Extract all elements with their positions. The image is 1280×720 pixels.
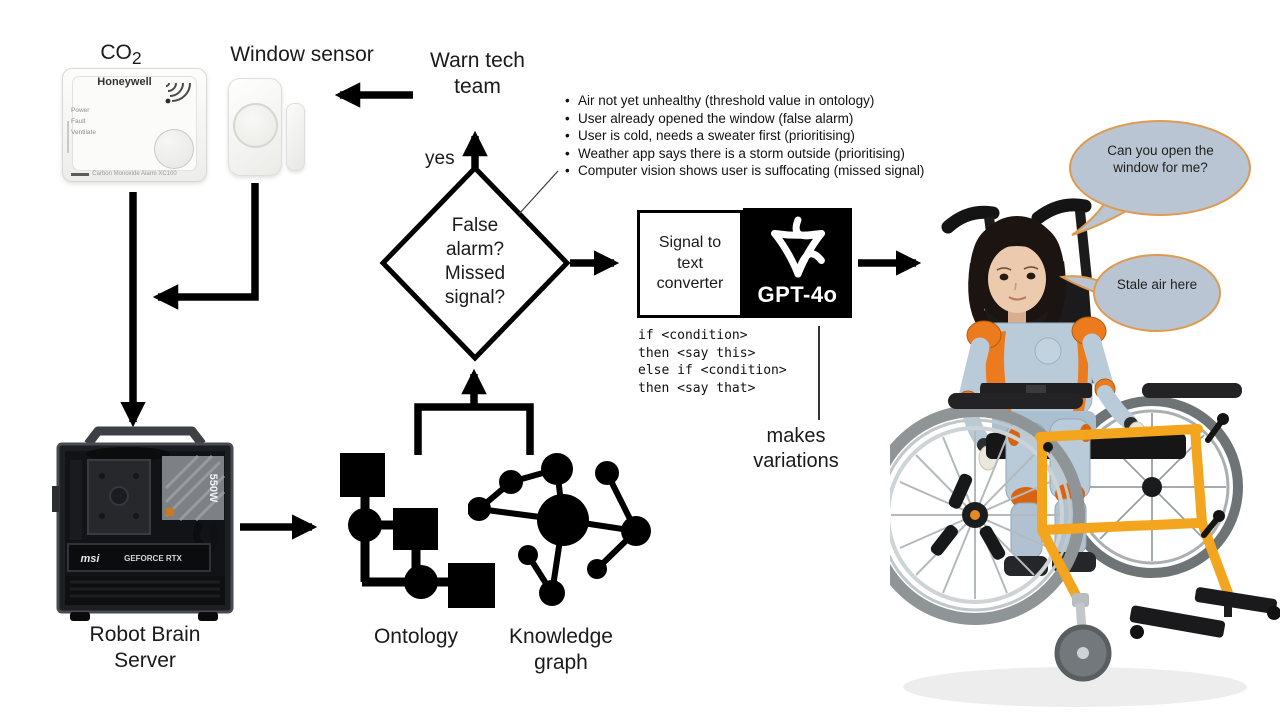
window-sensor-magnet bbox=[286, 103, 305, 171]
converter-label: Signal to text converter bbox=[656, 233, 724, 293]
gpt4o-box: GPT-4o bbox=[743, 208, 852, 318]
arrow-window-sensor-merge bbox=[152, 183, 259, 310]
front-caster-wheel bbox=[1054, 593, 1112, 682]
indicator-ventilate: Ventilate bbox=[71, 129, 96, 136]
footrests bbox=[1129, 587, 1280, 639]
speech-bubble-2 bbox=[1058, 254, 1221, 332]
ontology-label: Ontology bbox=[373, 625, 459, 648]
server-psu: 550W bbox=[162, 454, 226, 522]
co2-sensor-device: Honeywell Power Fault Ventilate Carbon M… bbox=[62, 68, 207, 182]
server-gpu-brand: msi bbox=[81, 553, 101, 565]
speech-bubble-1 bbox=[1069, 120, 1251, 236]
robot-brain-server-illustration: 550W msi GEFORCE RTX bbox=[52, 426, 234, 621]
co2-sensor-brand: Honeywell bbox=[97, 76, 152, 88]
co2-label: CO2 bbox=[85, 40, 157, 70]
right-armrest bbox=[1142, 383, 1242, 398]
window-sensor-disc bbox=[233, 103, 278, 148]
ontology-icon bbox=[340, 453, 495, 608]
openai-logo-icon bbox=[770, 216, 825, 278]
server-psu-wattage: 550W bbox=[207, 474, 219, 503]
condition-code-text: if <condition> then <say this> else if <… bbox=[638, 328, 787, 396]
signal-to-text-converter-box: Signal to text converter bbox=[637, 210, 743, 318]
speech-bubble-1-text: Can you open the window for me? bbox=[1107, 143, 1214, 175]
decision-question: False alarm? Missed signal? bbox=[444, 215, 506, 308]
decision-reasons-list: Air not yet unhealthy (threshold value i… bbox=[565, 92, 990, 180]
bracket-knowledge-sources bbox=[414, 403, 534, 455]
robot-face bbox=[988, 245, 1046, 313]
co2-bottom-vent bbox=[71, 173, 89, 176]
sound-wave-icon bbox=[165, 82, 191, 104]
decision-diamond-shape bbox=[379, 164, 571, 362]
robot-in-wheelchair-illustration bbox=[890, 198, 1280, 707]
reason-item: Weather app says there is a storm outsid… bbox=[565, 145, 990, 163]
co2-model-text: Carbon Monoxide Alarm XC100 bbox=[92, 171, 177, 177]
left-main-wheel bbox=[890, 405, 1085, 625]
warn-tech-team-label: Warn tech team bbox=[430, 49, 525, 99]
server-gpu: msi GEFORCE RTX bbox=[67, 543, 211, 572]
co2-label-main: CO bbox=[100, 41, 132, 64]
co2-indicator-labels: Power Fault Ventilate bbox=[71, 105, 96, 138]
indicator-fault: Fault bbox=[71, 118, 86, 125]
co2-test-button bbox=[154, 129, 194, 169]
floor-shadow bbox=[903, 667, 1247, 707]
window-sensor-device bbox=[228, 78, 282, 176]
server-gpu-model: GEFORCE RTX bbox=[124, 554, 182, 563]
reason-item: User is cold, needs a sweater first (pri… bbox=[565, 127, 990, 145]
robot-brain-server-label: Robot Brain Server bbox=[89, 623, 201, 673]
left-armrest bbox=[948, 393, 1083, 409]
wheelchair-frame bbox=[1035, 424, 1233, 608]
server-handle bbox=[84, 426, 206, 447]
co2-side-slot bbox=[67, 121, 69, 153]
reason-item: User already opened the window (false al… bbox=[565, 110, 990, 128]
knowledge-graph-icon bbox=[468, 453, 651, 606]
co2-label-subscript: 2 bbox=[131, 48, 142, 69]
gpt4o-label: GPT-4o bbox=[757, 282, 838, 307]
reason-item: Air not yet unhealthy (threshold value i… bbox=[565, 92, 990, 110]
robot-child bbox=[957, 216, 1186, 576]
yes-label: yes bbox=[425, 148, 455, 169]
indicator-power: Power bbox=[71, 107, 90, 114]
reason-item: Computer vision shows user is suffocatin… bbox=[565, 162, 990, 180]
makes-variations-label: makes variations bbox=[753, 425, 839, 472]
callout-leader-line bbox=[518, 170, 559, 215]
speech-bubble-2-text: Stale air here bbox=[1116, 277, 1198, 292]
window-sensor-label: Window sensor bbox=[230, 43, 374, 66]
knowledge-graph-label: Knowledge graph bbox=[509, 625, 613, 675]
